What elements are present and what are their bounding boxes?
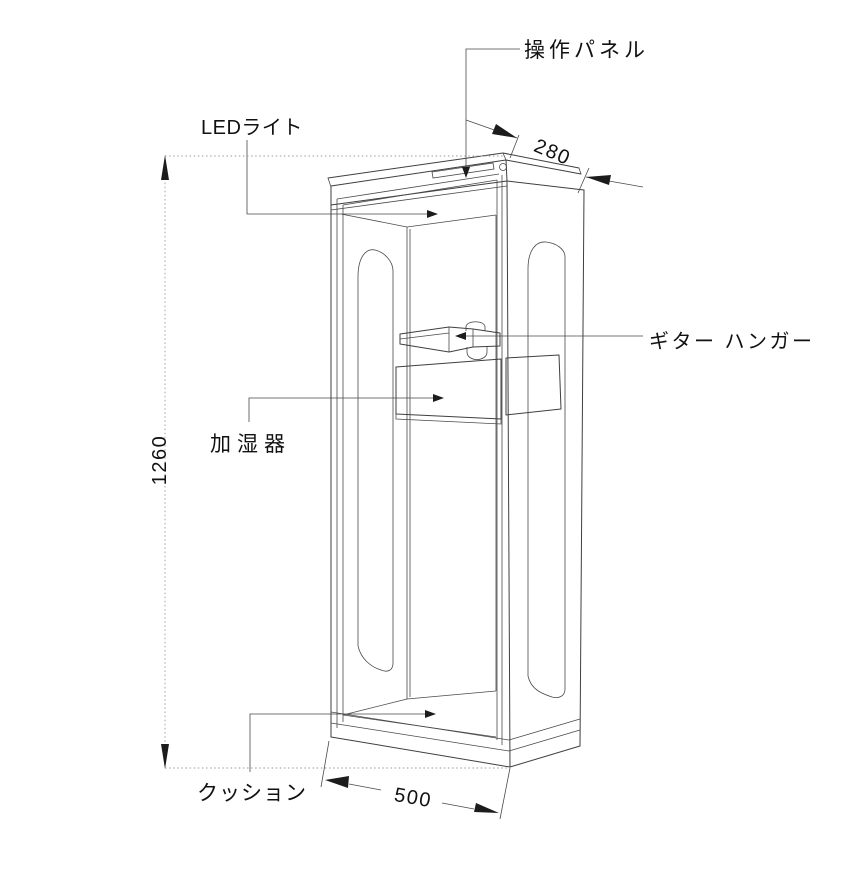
operation-panel-arrow-icon (462, 167, 470, 178)
cabinet-interior (340, 213, 497, 738)
dimension-lines (161, 119, 644, 820)
depth-extension-1 (509, 134, 520, 159)
height-dimension-value: 1260 (149, 435, 171, 486)
humidifier-label: 加湿器 (210, 433, 291, 456)
door-frame (336, 173, 503, 745)
depth-dimension-value: 280 (531, 135, 574, 170)
operation-panel-leader (465, 48, 520, 170)
guitar-hanger-arrow-icon (455, 332, 466, 340)
width-extension-1 (320, 740, 330, 788)
depth-arrow-2-icon (586, 175, 611, 185)
height-arrow-bottom-icon (161, 744, 169, 769)
led-light-arrow-icon (427, 210, 438, 218)
depth-arrow-1-icon (492, 124, 517, 138)
guitar-hanger-bracket (399, 321, 501, 360)
humidifier-arrow-icon (433, 394, 444, 402)
base-plinth (330, 711, 581, 752)
humidifier-leader (248, 397, 435, 422)
guitar-hanger-label: ギター ハンガー (649, 330, 815, 353)
cabinet-shell (330, 159, 585, 768)
right-panel-rounded-slot (527, 241, 566, 698)
width-dimension-line (348, 783, 475, 810)
width-extension-2 (499, 767, 511, 820)
cushion-label: クッション (197, 782, 307, 805)
width-dimension-value: 500 (392, 784, 433, 812)
leader-lines (246, 48, 643, 772)
cabinet-line-art (327, 152, 585, 768)
humidifier-box (395, 354, 562, 425)
led-light-label: LEDライト (201, 117, 303, 139)
left-wall-rounded-slot (357, 249, 394, 672)
operation-panel-slot (431, 162, 495, 179)
depth-extension-2 (577, 167, 590, 194)
height-arrow-top-icon (161, 155, 169, 180)
width-arrow-left-icon (325, 776, 349, 788)
cushion-leader (249, 713, 427, 772)
led-light-leader (246, 140, 429, 215)
operation-panel-label: 操作パネル (524, 39, 649, 62)
cushion-arrow-icon (425, 710, 436, 718)
width-arrow-right-icon (474, 803, 499, 813)
diagram-labels: 操作パネル LEDライト ギター ハンガー 加湿器 クッション 1260 280… (149, 39, 815, 812)
power-button-circle (499, 163, 507, 171)
